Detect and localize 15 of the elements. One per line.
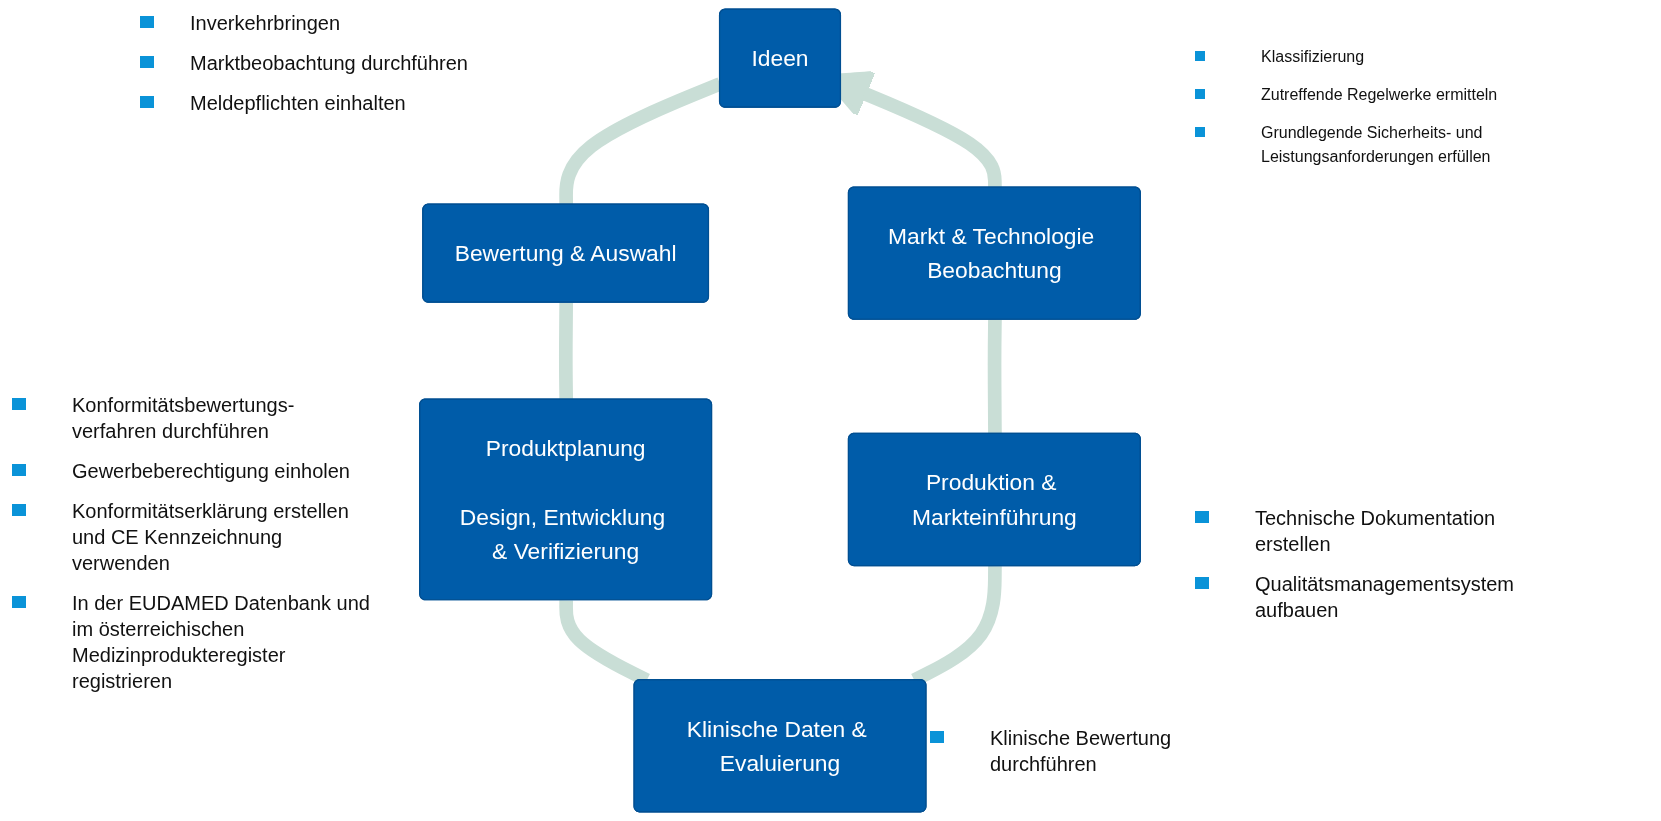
list-item-text: Zutreffende Regelwerke ermitteln xyxy=(1261,85,1498,105)
list-item-text: In der EUDAMED Datenbank und im österreichischen Medizinprodukteregister registrieren xyxy=(72,591,371,694)
connector xyxy=(987,319,1002,434)
list-item-text: Konformitätsbewertungs-verfahren durchführen xyxy=(72,393,296,444)
list-item-text: Technische Dokumentation erstellen xyxy=(1255,506,1497,557)
list-item-text: Gewerbeberechtigung einholen xyxy=(72,459,350,484)
list-item-text: Konformitätserklärung erstellen und CE Kennzeichnung verwenden xyxy=(72,499,350,576)
list-item-text: Marktbeobachtung durchführen xyxy=(190,51,468,76)
list-item-text: Klassifizierung xyxy=(1261,47,1365,67)
list-item-text: Qualitätsmanagementsystem aufbauen xyxy=(1255,572,1515,623)
list-item-text: Inverkehrbringen xyxy=(190,11,341,36)
list-item-text: Meldepflichten einhalten xyxy=(190,91,406,116)
list-item-text: Klinische Bewertung durchführen xyxy=(990,726,1173,777)
list-item-text: Grundlegende Sicherheits- und Leistungsanforderungen erfüllen xyxy=(1261,123,1492,167)
connector xyxy=(559,302,574,400)
